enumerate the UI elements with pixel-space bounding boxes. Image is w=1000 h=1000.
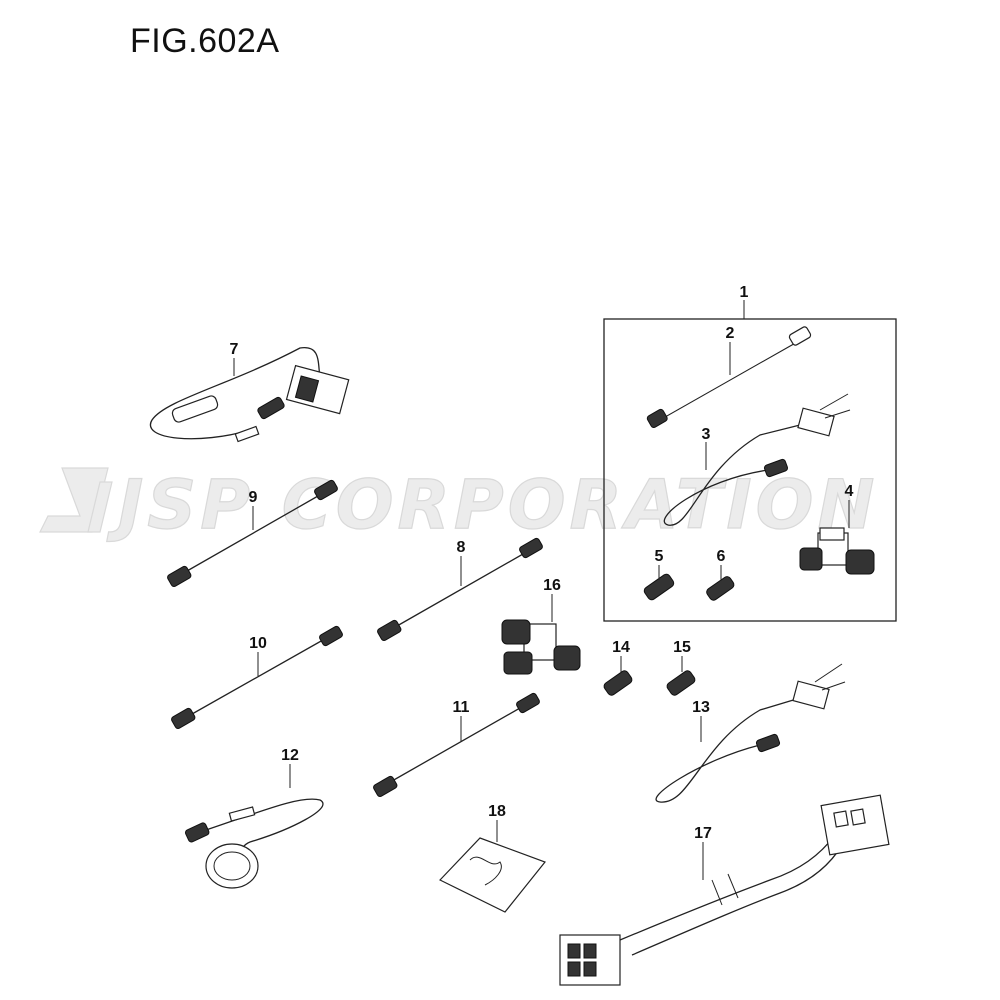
watermark-text: JSP CORPORATION bbox=[106, 466, 878, 545]
callout-17: 17 bbox=[694, 825, 712, 842]
part-8-cable bbox=[377, 537, 543, 641]
callout-4: 4 bbox=[845, 483, 854, 500]
part-6-terminator bbox=[706, 565, 735, 601]
part-17-harness bbox=[559, 794, 890, 986]
part-14-terminator bbox=[603, 656, 633, 696]
part-5-terminator bbox=[643, 565, 675, 601]
part-4-t-connector bbox=[799, 500, 875, 575]
callout-9: 9 bbox=[249, 489, 258, 506]
part-15-terminator bbox=[666, 656, 696, 696]
part-2-cable bbox=[646, 326, 812, 428]
part-13-power-cable bbox=[655, 663, 846, 803]
part-11-cable bbox=[373, 692, 540, 797]
part-16-t-connector bbox=[501, 594, 581, 675]
callout-1: 1 bbox=[740, 284, 749, 301]
callout-5: 5 bbox=[655, 548, 664, 565]
callout-16: 16 bbox=[543, 577, 561, 594]
watermark: JSP CORPORATION bbox=[39, 465, 878, 546]
callout-8: 8 bbox=[457, 539, 466, 556]
part-18-parts-bag bbox=[439, 820, 546, 913]
callout-11: 11 bbox=[453, 699, 470, 716]
part-9-cable bbox=[167, 479, 338, 587]
callout-18: 18 bbox=[488, 803, 506, 820]
part-3-power-cable bbox=[663, 393, 851, 526]
callout-12: 12 bbox=[281, 747, 299, 764]
watermark-logo-icon bbox=[39, 467, 113, 533]
part-10-cable bbox=[171, 625, 343, 729]
callout-13: 13 bbox=[692, 699, 710, 716]
callout-6: 6 bbox=[717, 548, 726, 565]
kit-box bbox=[603, 318, 897, 622]
figure-title: FIG.602A bbox=[130, 22, 280, 60]
callout-3: 3 bbox=[702, 426, 711, 443]
part-7-sensor-cable bbox=[149, 347, 350, 443]
callout-15: 15 bbox=[673, 639, 691, 656]
callout-14: 14 bbox=[612, 639, 630, 656]
part-12-sensor bbox=[184, 764, 324, 889]
callout-2: 2 bbox=[726, 325, 735, 342]
callout-labels: 1 2 3 4 5 6 7 8 9 10 11 12 13 14 15 16 1… bbox=[230, 284, 854, 842]
callout-7: 7 bbox=[230, 341, 239, 358]
callout-10: 10 bbox=[249, 635, 267, 652]
